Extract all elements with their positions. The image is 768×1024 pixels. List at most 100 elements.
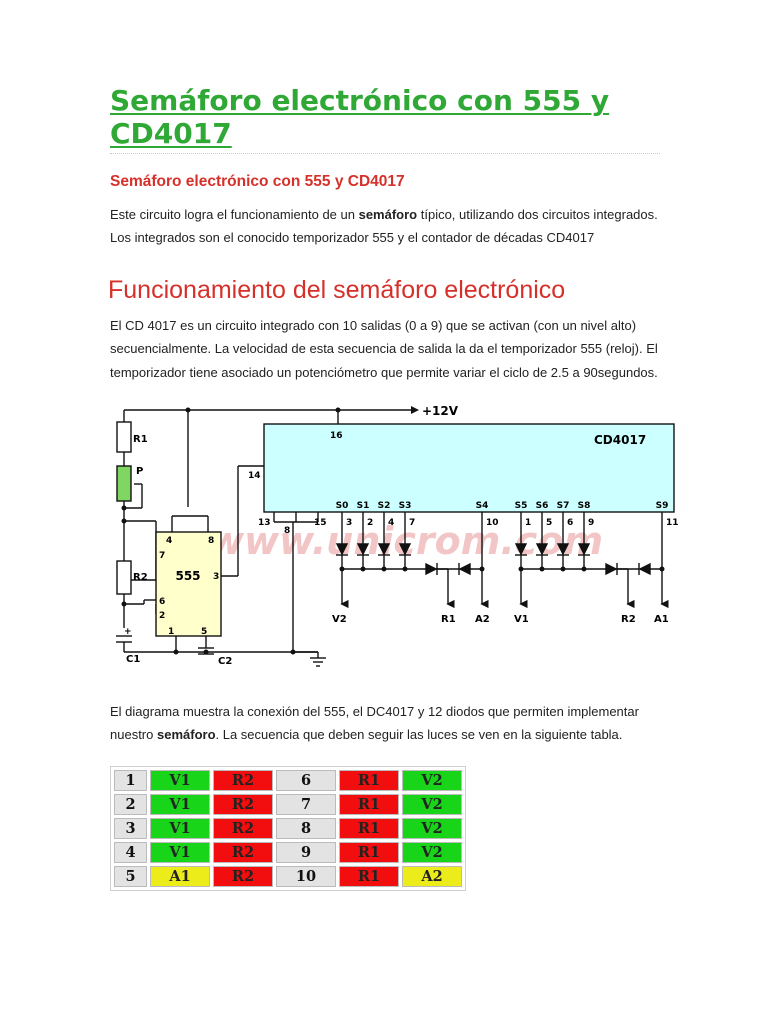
diagram-text-before: El diagrama muestra la conexión del 555,… — [110, 704, 639, 743]
counter-pin-16: 16 — [330, 431, 343, 441]
output-pin-s6: 5 — [546, 518, 552, 528]
page-title[interactable]: Semáforo electrónico con 555 y CD4017 — [110, 84, 670, 150]
potentiometer-p — [116, 465, 132, 502]
label-c1-plus: + — [124, 627, 132, 637]
table-cell-c: R1 — [339, 842, 399, 863]
output-label-s1: S1 — [357, 501, 370, 511]
table-cell-d: V2 — [402, 770, 462, 791]
section-heading: Funcionamiento del semáforo electrónico — [108, 276, 566, 304]
intro-bold-keyword: semáforo — [358, 207, 418, 222]
diagram-bold-keyword: semáforo — [156, 727, 216, 743]
table-cell-step2: 6 — [276, 770, 336, 791]
page-title-link[interactable]: Semáforo electrónico con 555 y CD4017 — [110, 84, 610, 150]
diode-r1-a — [425, 562, 438, 576]
counter-pin-13: 13 — [258, 518, 271, 528]
diode-s6 — [535, 543, 549, 556]
supply-label: +12V — [422, 404, 459, 418]
diode-s3 — [398, 543, 412, 556]
table-cell-step2: 9 — [276, 842, 336, 863]
circuit-schematic: www.unicrom.com — [116, 404, 679, 667]
output-label-s5: S5 — [515, 501, 528, 511]
intro-paragraph: Este circuito logra el funcionamiento de… — [110, 203, 670, 250]
table-cell-d: A2 — [402, 866, 462, 887]
label-c2: C2 — [218, 656, 232, 667]
counter-pin-8: 8 — [284, 526, 290, 536]
timer-555-label: 555 — [175, 569, 200, 583]
table-cell-step: 3 — [114, 818, 147, 839]
output-label-s8: S8 — [578, 501, 591, 511]
table-cell-c: R1 — [339, 866, 399, 887]
counter-pin-15: 15 — [314, 518, 327, 528]
table-cell-step: 4 — [114, 842, 147, 863]
output-label-s0: S0 — [336, 501, 349, 511]
counter-cd4017-chip — [263, 423, 675, 513]
diagram-paragraph: El diagrama muestra la conexión del 555,… — [110, 700, 670, 747]
output-pin-s0: 3 — [346, 518, 352, 528]
label-r2: R2 — [133, 572, 148, 583]
timer-pin-8: 8 — [208, 536, 214, 546]
timer-pin-3: 3 — [213, 572, 219, 582]
diode-s1 — [356, 543, 370, 556]
table-cell-d: V2 — [402, 818, 462, 839]
resistor-r2 — [116, 560, 132, 595]
resistor-r1 — [116, 421, 132, 453]
label-p: P — [136, 466, 143, 477]
table-cell-step: 1 — [114, 770, 147, 791]
diode-s8 — [577, 543, 591, 556]
light-label-v1: V1 — [514, 614, 529, 625]
counter-pin-14: 14 — [248, 471, 261, 481]
output-pin-s5: 1 — [525, 518, 531, 528]
timer-pin-7: 7 — [159, 551, 165, 561]
intro-text-before: Este circuito logra el funcionamiento de… — [110, 207, 359, 222]
label-r1: R1 — [133, 434, 148, 445]
diode-r1-b — [458, 562, 471, 576]
table-cell-b: R2 — [213, 818, 273, 839]
diagram-text-after: . La secuencia que deben seguir las luce… — [215, 727, 623, 743]
table-cell-step: 2 — [114, 794, 147, 815]
output-pin-s2: 4 — [388, 518, 394, 528]
timer-pin-2: 2 — [159, 611, 165, 621]
output-label-s3: S3 — [399, 501, 412, 511]
intro-text-after: típico, utilizando dos circuitos integra… — [110, 207, 658, 246]
table-cell-c: R1 — [339, 794, 399, 815]
output-pin-s7: 6 — [567, 518, 573, 528]
table-cell-step2: 10 — [276, 866, 336, 887]
article-subtitle: Semáforo electrónico con 555 y CD4017 — [110, 173, 405, 190]
diode-s7 — [556, 543, 570, 556]
output-pin-s8: 9 — [588, 518, 594, 528]
table-cell-step2: 7 — [276, 794, 336, 815]
junction-dots — [121, 407, 665, 655]
table-cell-b: R2 — [213, 794, 273, 815]
timer-pin-5: 5 — [201, 627, 207, 637]
table-cell-a: A1 — [150, 866, 210, 887]
diode-s0 — [335, 543, 349, 556]
table-cell-c: R1 — [339, 818, 399, 839]
table-cell-a: V1 — [150, 770, 210, 791]
output-label-s6: S6 — [536, 501, 549, 511]
light-label-a2: A2 — [475, 614, 490, 625]
table-cell-a: V1 — [150, 818, 210, 839]
light-label-v2: V2 — [332, 614, 347, 625]
light-label-r2: R2 — [621, 614, 636, 625]
label-c1: C1 — [126, 654, 140, 665]
table-cell-b: R2 — [213, 770, 273, 791]
light-label-a1: A1 — [654, 614, 669, 625]
diode-r2-a — [605, 562, 618, 576]
title-divider — [110, 153, 660, 154]
table-cell-b: R2 — [213, 842, 273, 863]
functioning-paragraph: El CD 4017 es un circuito integrado con … — [110, 318, 658, 380]
diodes — [335, 543, 651, 576]
output-label-s9: S9 — [656, 501, 669, 511]
table-cell-a: V1 — [150, 794, 210, 815]
timer-pin-4: 4 — [166, 536, 172, 546]
output-label-s4: S4 — [476, 501, 489, 511]
table-cell-step: 5 — [114, 866, 147, 887]
table-cell-c: R1 — [339, 770, 399, 791]
table-cell-step2: 8 — [276, 818, 336, 839]
